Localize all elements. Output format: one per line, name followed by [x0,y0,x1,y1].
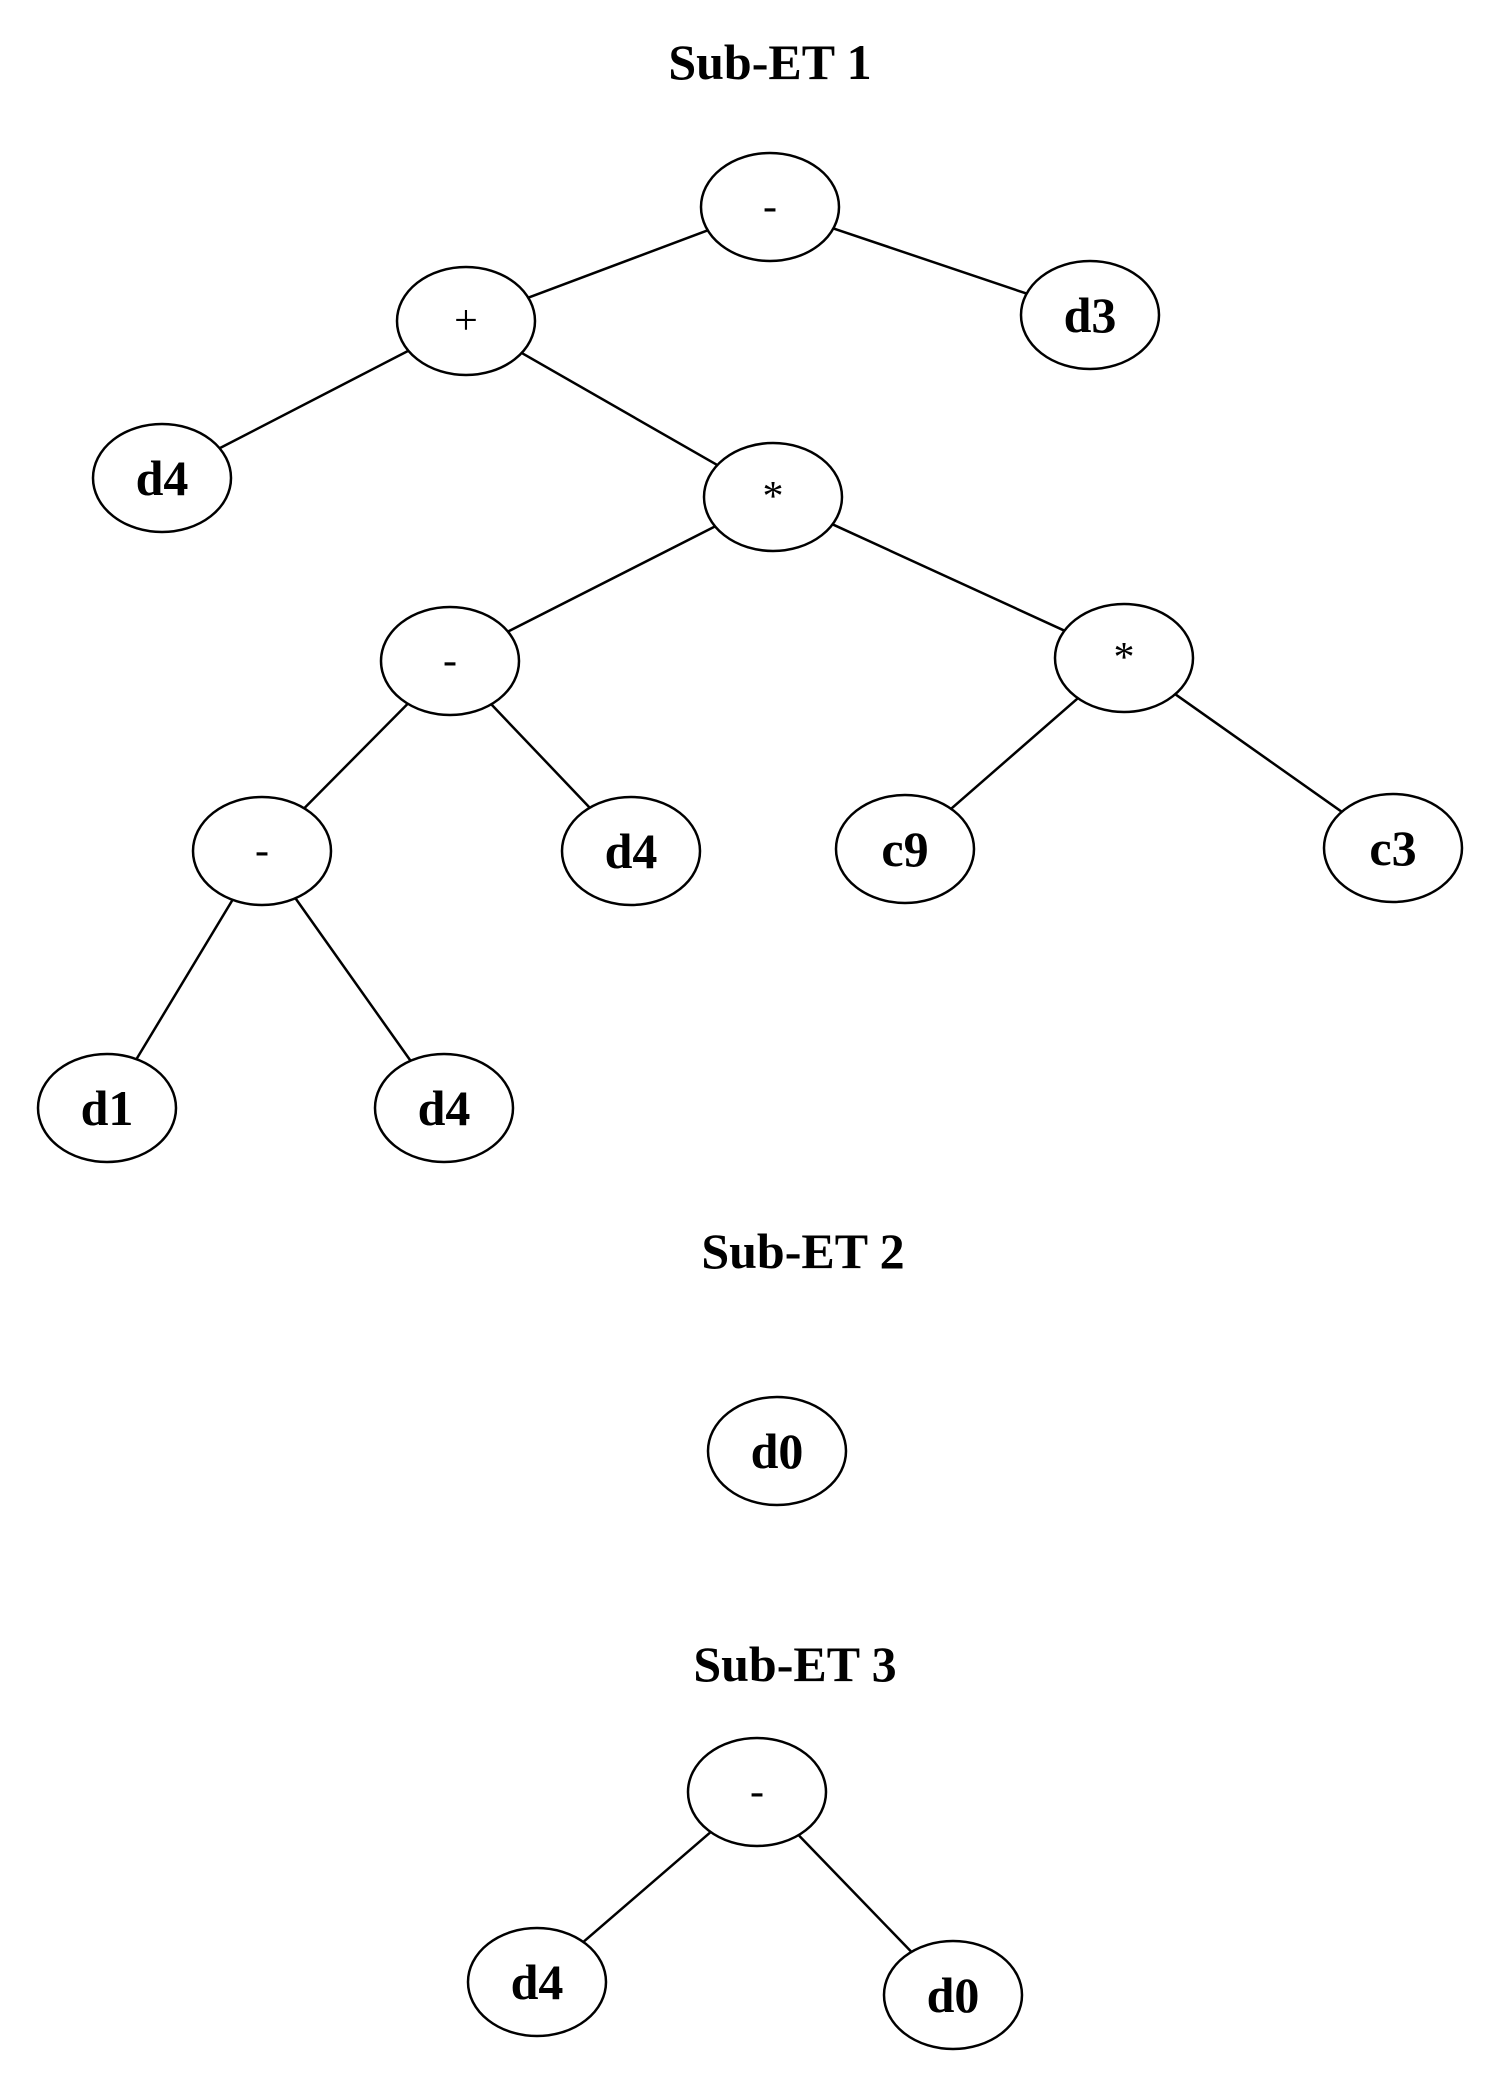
tree-node: d4 [466,1926,608,2038]
node-ellipse [686,1736,828,1848]
node-ellipse [699,151,841,263]
node-ellipse [834,793,976,905]
node-label: d0 [927,1967,980,2023]
tree-node: d4 [560,795,702,907]
tree-node: d1 [36,1052,178,1164]
tree-node: - [191,795,333,907]
node-label: * [1114,635,1135,681]
node-ellipse [395,265,537,377]
node-label: d0 [751,1423,804,1479]
tree-node: - [686,1736,828,1848]
tree-title: Sub-ET 2 [701,1223,904,1279]
tree-title: Sub-ET 1 [668,34,871,90]
tree-node: * [702,441,844,553]
tree-node: d4 [91,422,233,534]
tree-edge [527,229,709,299]
tree-node: - [699,151,841,263]
node-ellipse [466,1926,608,2038]
node-ellipse [706,1395,848,1507]
tree-node: d3 [1019,259,1161,371]
node-label: c3 [1369,820,1416,876]
node-ellipse [560,795,702,907]
tree-edge [490,703,591,809]
tree-edge [135,899,234,1060]
node-label: d4 [605,823,658,879]
node-label: d4 [511,1954,564,2010]
node-ellipse [882,1939,1024,2051]
node-ellipse [91,422,233,534]
tree-node: d0 [706,1395,848,1507]
tree-node: * [1053,602,1195,714]
tree-node: d0 [882,1939,1024,2051]
tree-node: + [395,265,537,377]
node-ellipse [1019,259,1161,371]
titles-layer: Sub-ET 1 Sub-ET 2 Sub-ET 3 [668,34,904,1692]
tree-edge [1174,693,1343,813]
node-ellipse [36,1052,178,1164]
tree-edge [219,349,409,450]
node-label: * [763,474,784,520]
node-label: + [454,298,478,344]
node-ellipse [1322,792,1464,904]
tree-edge [797,1834,913,1953]
tree-title: Sub-ET 3 [693,1636,896,1692]
tree-node: c3 [1322,792,1464,904]
node-ellipse [1053,602,1195,714]
tree-edge [507,525,716,633]
tree-edge [582,1831,712,1943]
tree-edge [832,227,1028,295]
node-label: c9 [881,821,928,877]
node-label: d4 [418,1080,471,1136]
nodes-layer: - + d3 d4 * - * - d4 c9 c3 d1 d4 d0 - d4 d0 [36,151,1464,2051]
tree-edge [294,897,412,1062]
node-label: d4 [136,450,189,506]
node-ellipse [373,1052,515,1164]
tree-edge [950,697,1079,810]
node-ellipse [191,795,333,907]
node-ellipse [379,605,521,717]
node-label: - [763,184,777,230]
tree-edge [832,523,1065,632]
tree-node: - [379,605,521,717]
node-ellipse [702,441,844,553]
node-label: - [443,638,457,684]
edges-layer [135,227,1343,1953]
node-label: d3 [1064,287,1117,343]
tree-node: c9 [834,793,976,905]
tree-edge [303,702,409,810]
tree-edge [521,351,718,467]
node-label: d1 [81,1080,134,1136]
node-label: - [750,1769,764,1815]
node-label: - [255,828,269,874]
tree-node: d4 [373,1052,515,1164]
